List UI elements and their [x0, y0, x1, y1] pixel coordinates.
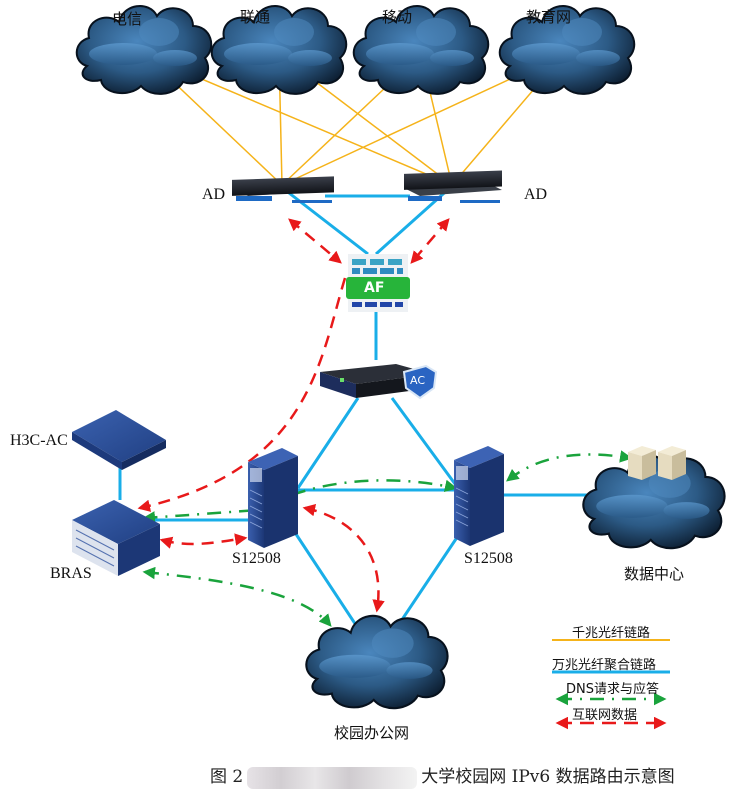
legend-gigabit-label: 千兆光纤链路 — [572, 626, 651, 641]
internet-data-flows — [137, 218, 450, 613]
caption-prefix: 图 2 — [210, 767, 244, 787]
legend — [552, 639, 670, 730]
isp-label-unicom: 联通 — [240, 8, 271, 26]
campus-label: 校园办公网 — [334, 724, 410, 742]
campus-cloud — [305, 614, 449, 710]
ad-device-right-icon — [404, 170, 502, 203]
ac-badge-label: AC — [410, 374, 426, 387]
legend-internet-label: 互联网数据 — [572, 708, 638, 723]
dns-flows — [142, 450, 633, 627]
ad-device-left-icon — [232, 176, 334, 203]
firewall-label: AF — [364, 280, 385, 296]
bras-label: BRAS — [50, 565, 92, 582]
cloud-telecom — [75, 4, 213, 95]
bras-device-icon — [72, 500, 160, 576]
cloud-unicom — [210, 4, 348, 95]
switch-right-label: S12508 — [464, 550, 513, 567]
redacted-university-name — [247, 766, 418, 789]
legend-ten-gig-label: 万兆光纤聚合链路 — [552, 658, 657, 673]
ad-left-label: AD — [202, 186, 226, 203]
firewall-af-icon — [346, 254, 410, 312]
switch-left-rack-icon — [248, 448, 298, 548]
h3c-ac-label: H3C-AC — [10, 432, 68, 449]
figure-caption: 图 2 大学校园网 IPv6 数据路由示意图 — [210, 762, 675, 789]
isp-label-mobile: 移动 — [382, 8, 413, 26]
legend-dns-label: DNS请求与应答 — [566, 682, 659, 697]
server-icon — [628, 446, 686, 480]
switch-left-label: S12508 — [232, 550, 281, 567]
h3c-ac-device-icon — [72, 410, 166, 470]
isp-label-cernet: 教育网 — [526, 8, 572, 26]
ad-right-label: AD — [524, 186, 548, 203]
datacenter-label: 数据中心 — [624, 565, 685, 583]
ac-controller-icon — [320, 364, 438, 400]
cloud-mobile — [352, 4, 490, 95]
isp-label-telecom: 电信 — [112, 10, 143, 28]
caption-suffix: 大学校园网 IPv6 数据路由示意图 — [421, 767, 675, 787]
switch-right-rack-icon — [454, 446, 504, 546]
